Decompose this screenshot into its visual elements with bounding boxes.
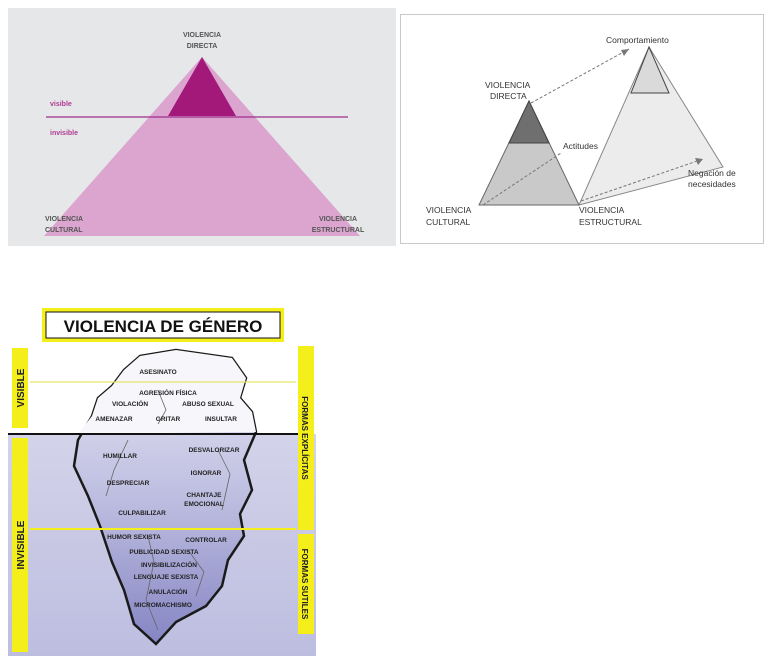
crack-2: [105, 439, 129, 497]
side-label-explicitas: FORMAS EXPLÍCITAS: [300, 396, 309, 480]
side-label-invisible: INVISIBLE: [16, 520, 27, 569]
word-culpabilizar: CULPABILIZAR: [118, 510, 166, 517]
subtle-words: HUMOR SEXISTA CONTROLAR PUBLICIDAD SEXIS…: [107, 534, 227, 609]
label-estructural-line1: VIOLENCIA: [579, 205, 625, 215]
word-despreciar: DESPRECIAR: [107, 480, 150, 487]
word-asesinato: ASESINATO: [139, 369, 176, 376]
word-chantaje-line1: CHANTAJE: [187, 492, 223, 499]
arrowhead-1: [621, 49, 629, 56]
gender-violence-iceberg-svg: VIOLENCIA DE GÉNERO VISIBLE INVISIBLE FO…: [8, 308, 316, 656]
back-triangle: [578, 45, 724, 206]
word-violacion: VIOLACIÓN: [112, 399, 148, 408]
word-micromachismo: MICROMACHISMO: [134, 602, 192, 609]
word-ignorar: IGNORAR: [191, 470, 222, 477]
explicit-hidden-words: HUMILLAR DESVALORIZAR IGNORAR DESPRECIAR…: [103, 447, 240, 517]
right-label-line1: VIOLENCIA: [319, 216, 357, 223]
left-label-line1: VIOLENCIA: [45, 216, 83, 223]
label-directa-line2: DIRECTA: [490, 91, 527, 101]
word-desvalorizar: DESVALORIZAR: [189, 447, 240, 454]
arrow-cultural-actitudes: [482, 152, 562, 206]
invisible-label: invisible: [50, 130, 78, 137]
label-actitudes: Actitudes: [563, 141, 598, 151]
visible-label: visible: [50, 101, 72, 108]
arrow-directa-comportamiento: [530, 48, 630, 104]
triangle-base-invisible: [44, 57, 360, 236]
crack-3: [217, 449, 231, 511]
front-triangle: [478, 99, 580, 206]
side-label-visible: VISIBLE: [16, 368, 27, 407]
word-publicidad: PUBLICIDAD SEXISTA: [129, 549, 199, 556]
apex-label-line2: DIRECTA: [187, 43, 218, 50]
violence-triangles-grey-svg: Comportamiento VIOLENCIA DIRECTA Actitud…: [426, 35, 736, 227]
word-lenguaje: LENGUAJE SEXISTA: [134, 574, 199, 581]
word-chantaje-line2: EMOCIONAL: [184, 501, 224, 508]
word-abuso: ABUSO SEXUAL: [182, 401, 234, 408]
violence-triangle-pink-svg: VIOLENCIA DIRECTA visible invisible VIOL…: [44, 32, 365, 236]
crack-5: [187, 549, 205, 597]
crack-4: [145, 535, 159, 631]
word-gritar: GRITAR: [156, 416, 181, 423]
label-comportamiento: Comportamiento: [606, 35, 669, 45]
label-negacion-line1: Negación de: [688, 168, 736, 178]
violence-triangles-grey: Comportamiento VIOLENCIA DIRECTA Actitud…: [400, 14, 764, 244]
title-text: VIOLENCIA DE GÉNERO: [64, 317, 263, 336]
label-cultural-line1: VIOLENCIA: [426, 205, 472, 215]
apex-label-line1: VIOLENCIA: [183, 32, 221, 39]
label-cultural-line2: CULTURAL: [426, 217, 471, 227]
side-bar-sutiles: [298, 534, 314, 634]
side-label-sutiles: FORMAS SUTILES: [300, 549, 309, 620]
side-bar-visible: [12, 348, 28, 428]
violence-triangle-pink: VIOLENCIA DIRECTA visible invisible VIOL…: [8, 8, 396, 246]
visible-words: ASESINATO AGRESIÓN FÍSICA VIOLACIÓN ABUS…: [95, 369, 237, 423]
gender-violence-iceberg: VIOLENCIA DE GÉNERO VISIBLE INVISIBLE FO…: [8, 300, 316, 656]
crack-1: [157, 389, 167, 425]
word-humillar: HUMILLAR: [103, 453, 137, 460]
label-negacion-line2: necesidades: [688, 179, 736, 189]
side-bar-explicitas: [298, 346, 314, 530]
word-anulacion: ANULACIÓN: [149, 587, 188, 596]
dotted-arrows: [482, 48, 704, 206]
arrow-estructural-negacion: [580, 158, 704, 202]
triangle-apex-visible: [168, 57, 236, 116]
front-triangle-apex: [508, 99, 550, 144]
word-amenazar: AMENAZAR: [95, 416, 132, 423]
right-label-line2: ESTRUCTURAL: [312, 227, 365, 234]
label-estructural-line2: ESTRUCTURAL: [579, 217, 642, 227]
iceberg-cracks: [105, 389, 231, 631]
arrowhead-2: [695, 158, 703, 165]
back-triangle-apex: [630, 45, 670, 94]
iceberg-tip: [78, 350, 256, 434]
word-agresion: AGRESIÓN FÍSICA: [139, 388, 197, 397]
word-invisibilizacion: INVISIBILIZACIÓN: [141, 560, 197, 569]
left-label-line2: CULTURAL: [45, 227, 83, 234]
word-insultar: INSULTAR: [205, 416, 237, 423]
title-inner-box: [45, 311, 281, 339]
word-controlar: CONTROLAR: [185, 537, 227, 544]
side-bar-invisible: [12, 438, 28, 652]
label-directa-line1: VIOLENCIA: [485, 80, 531, 90]
word-humor: HUMOR SEXISTA: [107, 534, 161, 541]
